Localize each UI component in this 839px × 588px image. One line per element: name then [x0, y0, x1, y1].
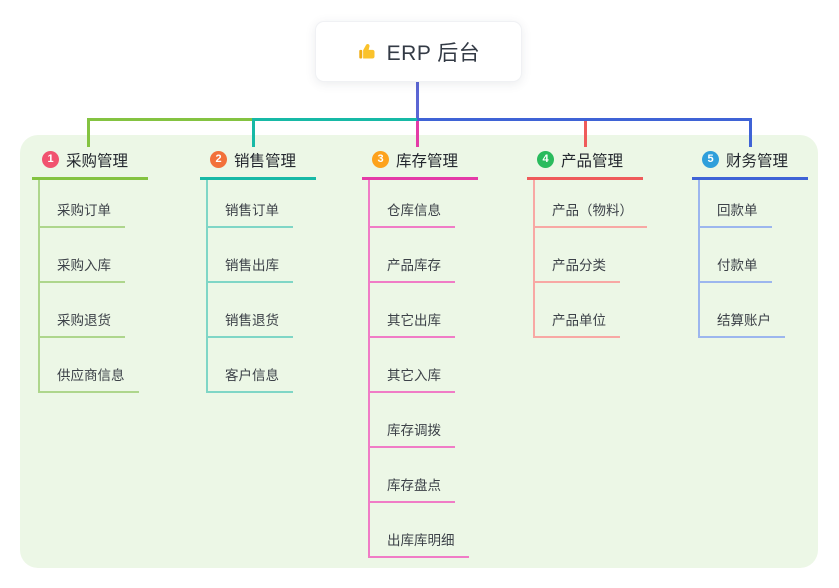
thumbs-up-icon — [357, 41, 378, 62]
child-node[interactable]: 销售退货 — [208, 283, 293, 338]
branch-drop-line — [749, 118, 752, 147]
child-node-label: 付款单 — [717, 258, 758, 273]
root-node[interactable]: ERP 后台 — [315, 21, 522, 82]
child-node-label: 库存调拨 — [387, 423, 441, 438]
branch-rail-line — [417, 118, 752, 121]
root-label: ERP 后台 — [386, 41, 481, 65]
child-node[interactable]: 产品分类 — [535, 228, 620, 283]
branch-children-column: 销售订单 销售出库 销售退货 客户信息 — [206, 180, 293, 393]
branch-rail-line — [87, 118, 254, 121]
branch-node[interactable]: 3 库存管理 — [362, 147, 478, 180]
branch-node[interactable]: 5 财务管理 — [692, 147, 808, 180]
child-node[interactable]: 其它入库 — [370, 338, 455, 393]
branch-drop-line — [252, 118, 255, 147]
branch-drop-line — [584, 121, 587, 147]
branch-children-column: 仓库信息 产品库存 其它出库 其它入库 库存调拨 库存盘点 出库库明细 — [368, 180, 469, 558]
child-node[interactable]: 库存盘点 — [370, 448, 455, 503]
branch-label: 产品管理 — [561, 152, 624, 170]
branch-drop-line — [87, 118, 90, 147]
child-node[interactable]: 回款单 — [700, 180, 772, 228]
root-connector-line — [416, 82, 419, 121]
child-node-label: 采购入库 — [57, 258, 111, 273]
child-node-label: 仓库信息 — [387, 203, 441, 218]
branch-rail-line — [252, 118, 419, 121]
branch-children-column: 回款单 付款单 结算账户 — [698, 180, 785, 338]
child-node[interactable]: 出库库明细 — [370, 503, 469, 558]
branch-node[interactable]: 2 销售管理 — [200, 147, 316, 180]
branch-drop-line — [416, 121, 419, 147]
branch-children-column: 采购订单 采购入库 采购退货 供应商信息 — [38, 180, 139, 393]
child-node[interactable]: 销售出库 — [208, 228, 293, 283]
child-node-label: 其它入库 — [387, 368, 441, 383]
child-node[interactable]: 结算账户 — [700, 283, 785, 338]
child-node[interactable]: 采购退货 — [40, 283, 125, 338]
branch-children-column: 产品（物料） 产品分类 产品单位 — [533, 180, 647, 338]
child-node[interactable]: 其它出库 — [370, 283, 455, 338]
branch-node[interactable]: 4 产品管理 — [527, 147, 643, 180]
child-node-label: 采购订单 — [57, 203, 111, 218]
child-node-label: 库存盘点 — [387, 478, 441, 493]
branch-label: 财务管理 — [726, 152, 789, 170]
child-node[interactable]: 仓库信息 — [370, 180, 455, 228]
canvas-panel — [20, 135, 818, 568]
child-node-label: 销售订单 — [225, 203, 279, 218]
child-node-label: 销售出库 — [225, 258, 279, 273]
child-node[interactable]: 库存调拨 — [370, 393, 455, 448]
child-node[interactable]: 供应商信息 — [40, 338, 139, 393]
child-node-label: 供应商信息 — [57, 368, 125, 383]
branch-index-badge: 5 — [702, 151, 719, 168]
child-node[interactable]: 产品库存 — [370, 228, 455, 283]
child-node[interactable]: 产品单位 — [535, 283, 620, 338]
child-node-label: 结算账户 — [717, 313, 771, 328]
child-node-label: 产品单位 — [552, 313, 606, 328]
child-node-label: 采购退货 — [57, 313, 111, 328]
child-node[interactable]: 付款单 — [700, 228, 772, 283]
child-node-label: 产品（物料） — [552, 203, 633, 218]
branch-node[interactable]: 1 采购管理 — [32, 147, 148, 180]
child-node-label: 回款单 — [717, 203, 758, 218]
child-node-label: 其它出库 — [387, 313, 441, 328]
branch-index-badge: 4 — [537, 151, 554, 168]
child-node-label: 产品库存 — [387, 258, 441, 273]
child-node-label: 客户信息 — [225, 368, 279, 383]
child-node-label: 产品分类 — [552, 258, 606, 273]
child-node-label: 销售退货 — [225, 313, 279, 328]
branch-index-badge: 1 — [42, 151, 59, 168]
branch-index-badge: 2 — [210, 151, 227, 168]
child-node-label: 出库库明细 — [387, 533, 455, 548]
child-node[interactable]: 客户信息 — [208, 338, 293, 393]
child-node[interactable]: 销售订单 — [208, 180, 293, 228]
branch-label: 销售管理 — [234, 152, 297, 170]
branch-label: 库存管理 — [396, 152, 459, 170]
branch-index-badge: 3 — [372, 151, 389, 168]
child-node[interactable]: 产品（物料） — [535, 180, 647, 228]
branch-label: 采购管理 — [66, 152, 129, 170]
child-node[interactable]: 采购入库 — [40, 228, 125, 283]
child-node[interactable]: 采购订单 — [40, 180, 125, 228]
